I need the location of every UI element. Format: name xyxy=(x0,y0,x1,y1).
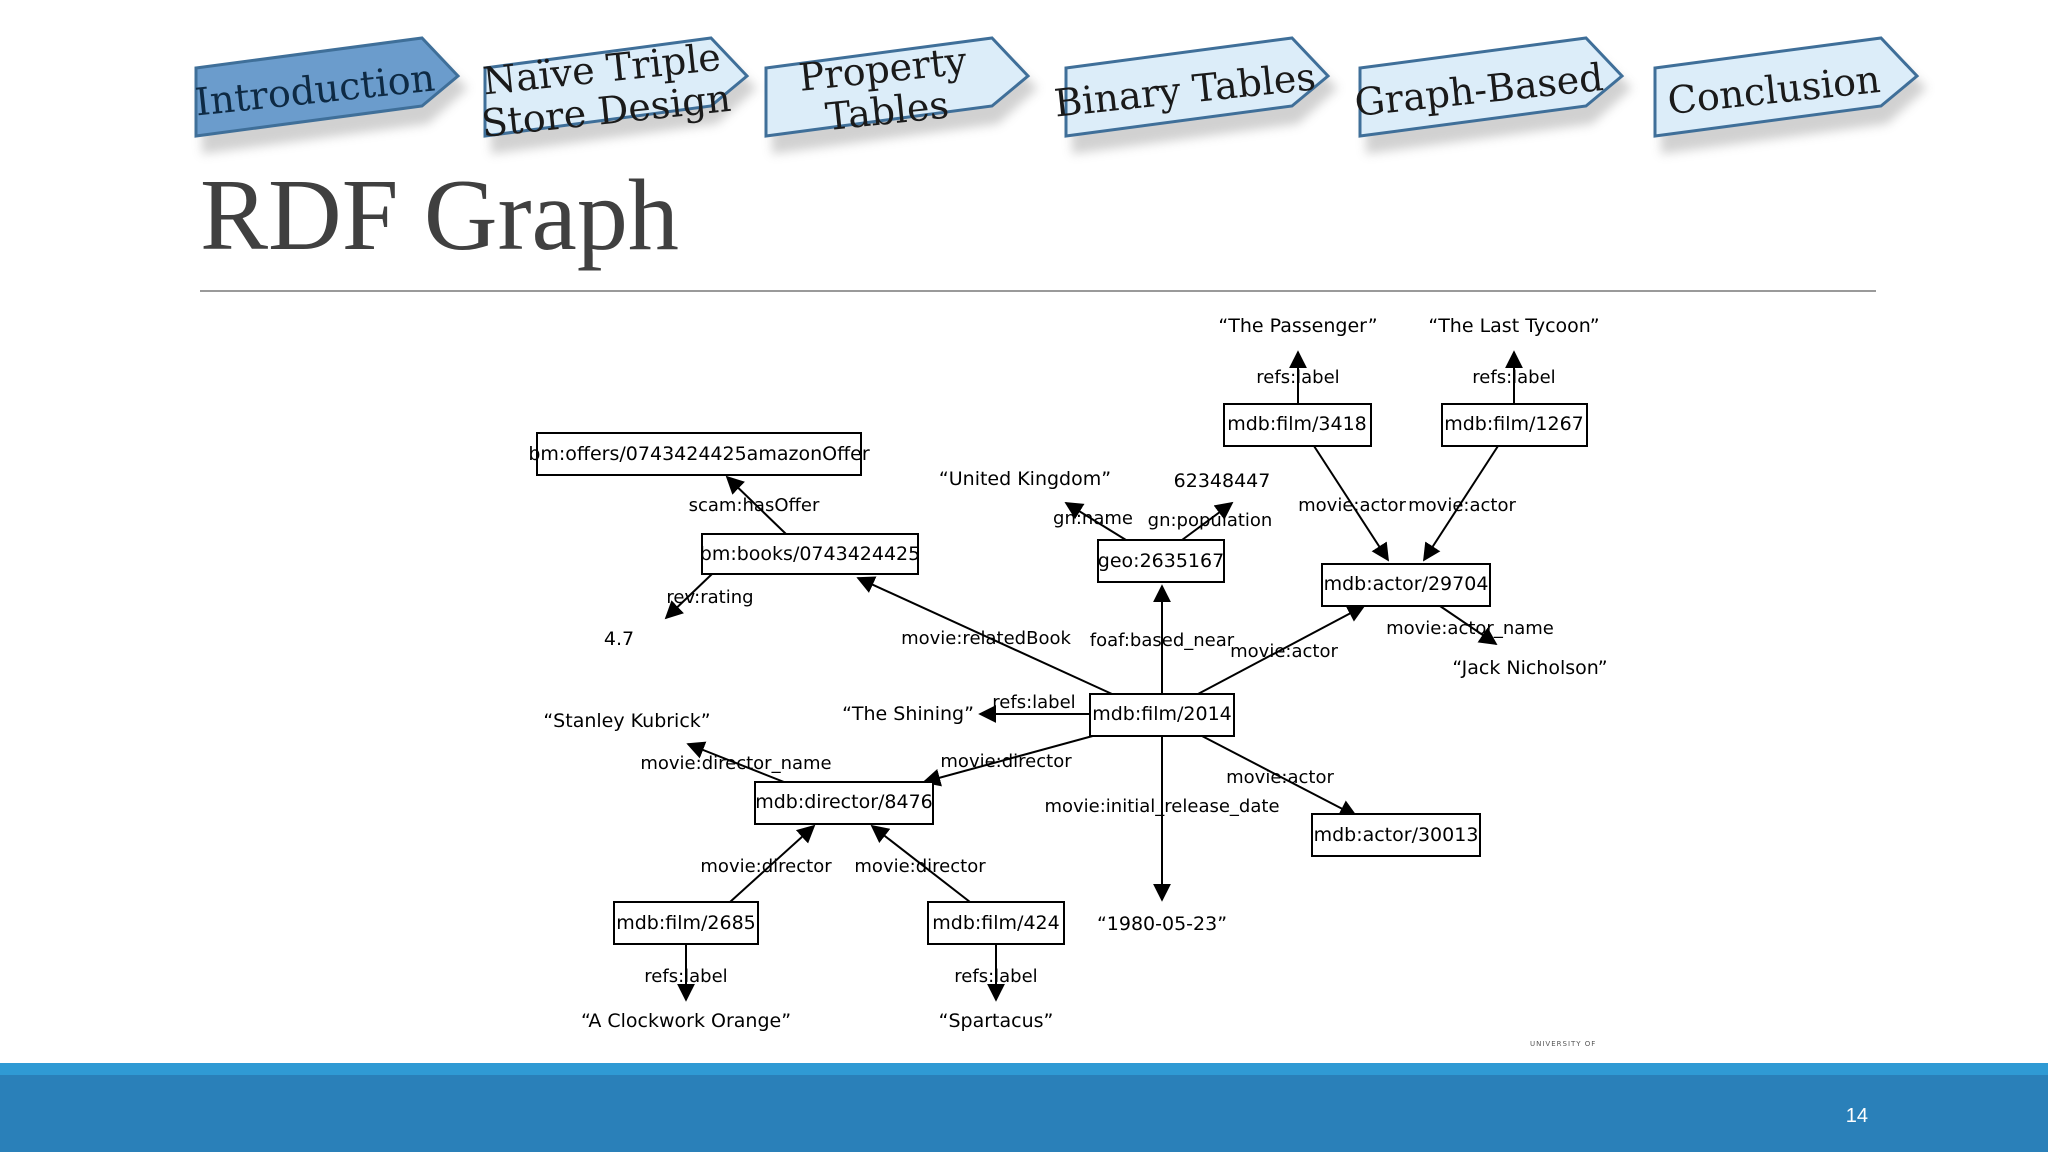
nav-tab-conclusion[interactable]: Conclusion xyxy=(1653,36,1927,154)
node-label: mdb:actor/29704 xyxy=(1324,573,1489,595)
nav-tab-shape xyxy=(1064,36,1331,138)
edge-film1267-actor xyxy=(1423,445,1499,562)
nav-tab-shape xyxy=(483,36,750,138)
edge-label: refs:label xyxy=(992,692,1075,713)
edge-label: movie:director_name xyxy=(640,753,831,774)
node-books: bm:books/0743424425 xyxy=(700,533,920,575)
page-number: 14 xyxy=(1845,1105,1868,1127)
nav-tab-shape xyxy=(1358,36,1625,138)
footer-bar xyxy=(0,1075,2048,1152)
literal-value: “The Last Tycoon” xyxy=(1428,315,1599,337)
edge-label: movie:actor xyxy=(1298,495,1406,516)
nav-tab-shape xyxy=(1653,36,1920,138)
edge-label: refs:label xyxy=(1472,367,1555,388)
edge-label: gn:population xyxy=(1148,510,1273,531)
nav-tab-introduction[interactable]: Introduction xyxy=(193,36,468,154)
edge-label: foaf:based_near xyxy=(1090,630,1235,651)
edge-label: gn:name xyxy=(1053,508,1133,529)
node-label: mdb:film/3418 xyxy=(1227,413,1367,435)
node-actor30013: mdb:actor/30013 xyxy=(1311,813,1481,857)
node-film2685: mdb:film/2685 xyxy=(613,901,759,945)
node-label: mdb:film/2014 xyxy=(1092,703,1232,725)
edge-label: movie:relatedBook xyxy=(901,628,1071,649)
literal-value: “The Shining” xyxy=(842,703,974,725)
university-watermark: UNIVERSITY OF xyxy=(1530,1040,1597,1048)
node-film1267: mdb:film/1267 xyxy=(1441,403,1588,447)
node-label: mdb:film/2685 xyxy=(616,912,756,934)
edge-film2014-actor29704 xyxy=(1197,605,1366,695)
page-title: RDF Graph xyxy=(200,159,679,272)
node-label: mdb:film/424 xyxy=(932,912,1059,934)
node-label: mdb:actor/30013 xyxy=(1314,824,1479,846)
edge-film3418-actor xyxy=(1313,445,1389,562)
literal-value: 4.7 xyxy=(604,628,634,650)
node-label: mdb:director/8476 xyxy=(755,791,933,813)
edge-film2014-actor30013 xyxy=(1201,735,1358,817)
node-geo: geo:2635167 xyxy=(1097,539,1225,583)
edge-label: movie:actor_name xyxy=(1386,618,1554,639)
node-film3418: mdb:film/3418 xyxy=(1223,403,1372,447)
graph-edges xyxy=(664,350,1523,1002)
edge-label: movie:director xyxy=(940,751,1072,772)
node-label: mdb:film/1267 xyxy=(1444,413,1584,435)
node-film424: mdb:film/424 xyxy=(927,901,1065,945)
nav-tab-shape xyxy=(764,36,1031,138)
title-divider xyxy=(200,290,1876,292)
literal-value: “Spartacus” xyxy=(939,1010,1054,1032)
rdf-graph-diagram: refs:label refs:label scam:hasOffer gn:n… xyxy=(528,315,1607,1032)
literal-value: “A Clockwork Orange” xyxy=(581,1010,791,1032)
nav-tab-binary-tables[interactable]: Binary Tables xyxy=(1052,36,1338,154)
node-label: bm:books/0743424425 xyxy=(700,543,920,565)
literal-value: “Jack Nicholson” xyxy=(1452,657,1607,679)
nav-tab-shape xyxy=(194,36,461,138)
footer-accent-bar xyxy=(0,1063,2048,1075)
nav-tab-graph-based[interactable]: Graph-Based xyxy=(1352,36,1632,154)
node-label: geo:2635167 xyxy=(1098,550,1224,572)
edge-label: refs:label xyxy=(954,966,1037,987)
literal-value: “United Kingdom” xyxy=(939,468,1111,490)
edge-label: movie:director xyxy=(854,856,986,877)
edge-film2014-relatedbook xyxy=(856,576,1113,695)
edge-label: movie:director xyxy=(700,856,832,877)
edge-label: movie:actor xyxy=(1226,767,1334,788)
literal-values: “The Passenger” “The Last Tycoon” “Unite… xyxy=(543,315,1607,1032)
node-offers: bm:offers/0743424425amazonOffer xyxy=(528,432,870,476)
edge-books-rating xyxy=(664,573,713,620)
edge-label: movie:actor xyxy=(1230,641,1338,662)
edge-director-name xyxy=(686,741,785,783)
node-director8476: mdb:director/8476 xyxy=(754,781,934,825)
edge-books-hasoffer xyxy=(725,475,787,535)
edge-geo-name xyxy=(1064,502,1127,541)
edge-actor-name xyxy=(1439,605,1498,646)
edge-label: movie:initial_release_date xyxy=(1044,796,1279,817)
node-label: bm:offers/0743424425amazonOffer xyxy=(528,443,870,465)
literal-value: “The Passenger” xyxy=(1218,315,1377,337)
edge-label: rev:rating xyxy=(666,587,753,608)
resource-nodes: bm:offers/0743424425amazonOffer bm:books… xyxy=(528,403,1588,945)
edge-film2014-director xyxy=(922,733,1101,787)
edge-labels: refs:label refs:label scam:hasOffer gn:n… xyxy=(640,367,1555,987)
literal-value: 62348447 xyxy=(1174,470,1271,492)
edge-label: scam:hasOffer xyxy=(689,495,820,516)
edge-label: refs:label xyxy=(644,966,727,987)
literal-value: “Stanley Kubrick” xyxy=(543,710,710,732)
nav-tab-naive-triple-store-design[interactable]: Naïve TripleStore Design xyxy=(475,34,757,154)
edge-film2685-director xyxy=(729,824,816,903)
edge-geo-population xyxy=(1181,501,1234,541)
literal-value: “1980-05-23” xyxy=(1097,913,1227,935)
edge-label: refs:label xyxy=(1256,367,1339,388)
node-film2014: mdb:film/2014 xyxy=(1089,693,1235,737)
edge-label: movie:actor xyxy=(1408,495,1516,516)
edge-film424-director xyxy=(870,824,971,903)
node-actor29704: mdb:actor/29704 xyxy=(1321,563,1491,607)
